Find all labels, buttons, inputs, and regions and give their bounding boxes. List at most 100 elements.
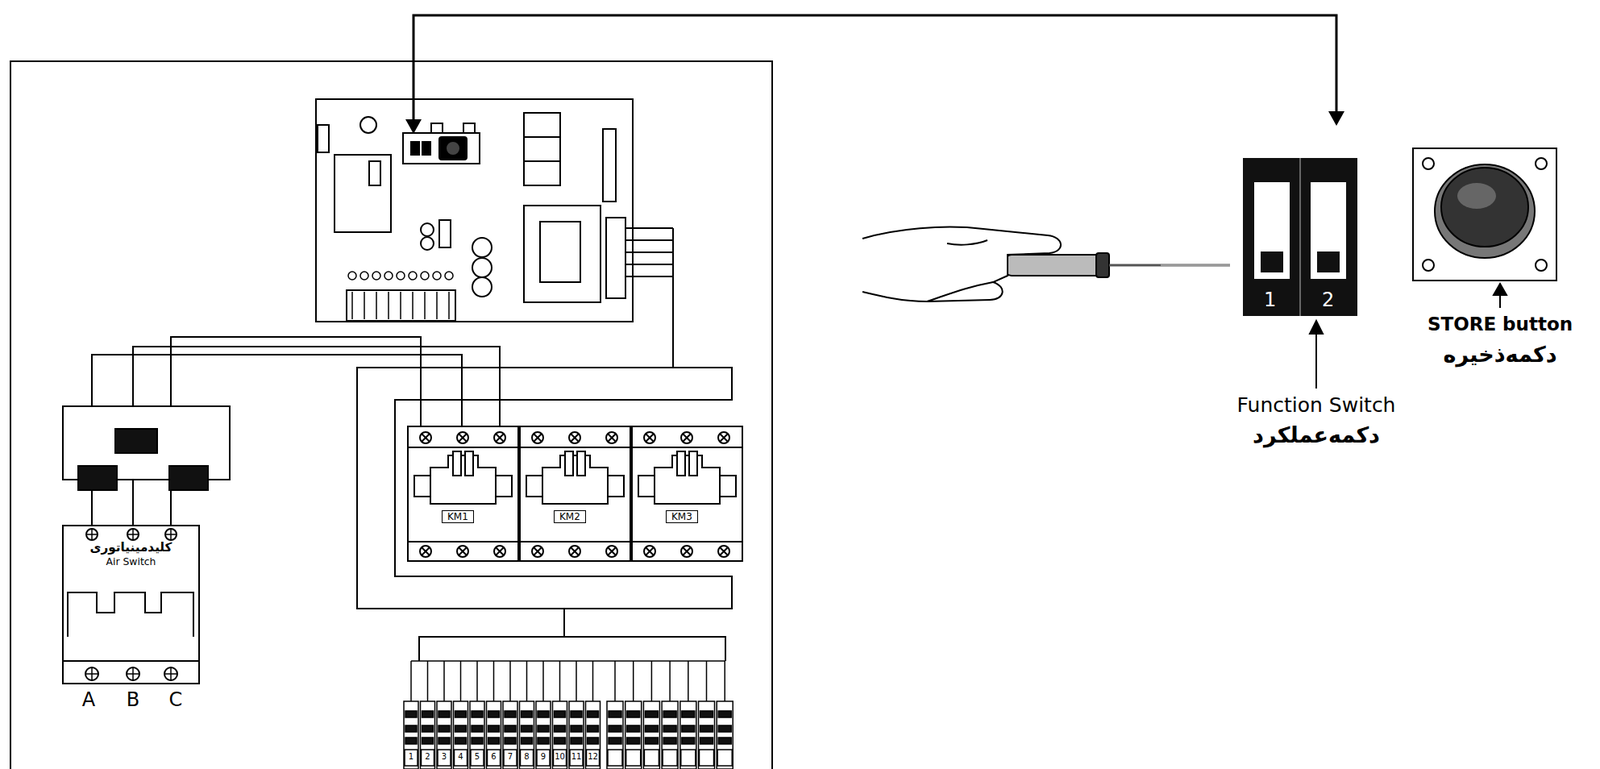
terminal-blocks-part — [681, 710, 695, 718]
terminal-blocks-part — [662, 749, 678, 766]
terminal-blocks-part — [469, 701, 485, 769]
switch-number: 2 — [1321, 288, 1335, 312]
contactor-drawing-part — [644, 545, 656, 557]
contactor-drawing-part — [495, 475, 512, 497]
terminal-blocks-part — [453, 701, 469, 769]
control-board-part — [445, 141, 461, 156]
contactor-drawing-part — [533, 547, 542, 556]
control-board-part — [315, 99, 633, 322]
terminal-blocks-part — [503, 749, 517, 766]
terminal-number: 4 — [457, 752, 463, 762]
terminal-blocks-part — [553, 749, 567, 766]
terminal-blocks-part — [526, 660, 528, 702]
terminal-blocks-part — [502, 701, 518, 769]
control-board-part — [431, 123, 443, 133]
terminal-blocks-part — [488, 737, 500, 744]
terminal-blocks-part — [575, 660, 578, 702]
contactor-drawing-part — [458, 433, 467, 442]
switch-slot — [1254, 182, 1290, 279]
terminal-blocks-part — [644, 725, 658, 732]
terminal-blocks-part — [699, 749, 715, 766]
terminal-blocks-part — [723, 660, 726, 702]
contactor-drawing-part — [570, 547, 579, 556]
air-switch-drawing-part — [62, 660, 200, 662]
contactor-drawing-part — [606, 432, 618, 444]
contactor-drawing-part — [569, 432, 581, 444]
terminal-blocks-part — [471, 725, 483, 732]
hand-with-probe-part — [947, 240, 988, 246]
contactor-drawing-part — [565, 451, 574, 476]
terminal-blocks-part — [443, 660, 445, 702]
board-connector-part — [432, 271, 441, 280]
terminal-blocks-part — [661, 701, 678, 769]
switch-lever — [1260, 251, 1284, 273]
terminal-blocks-part — [554, 737, 566, 744]
control-board-part — [420, 223, 434, 237]
control-board-part — [346, 290, 456, 321]
terminal-blocks-part — [476, 660, 478, 702]
contactor-drawing-part — [407, 426, 519, 562]
control-board-part — [602, 128, 616, 202]
contactor-drawing-part — [430, 455, 496, 504]
terminal-blocks-part — [608, 710, 622, 718]
terminal-blocks-part — [422, 725, 434, 732]
terminal-cover-part — [169, 465, 208, 491]
terminal-number: 8 — [523, 752, 529, 762]
terminal-blocks-part — [681, 737, 695, 744]
board-leads-part — [625, 263, 674, 266]
terminal-blocks-part — [504, 737, 516, 744]
control-board-part — [439, 220, 451, 248]
air-switch-drawing — [62, 525, 200, 684]
board-connector-part — [363, 291, 366, 320]
contactor-drawing-part — [631, 446, 743, 449]
store-button-part — [1422, 259, 1434, 271]
terminal-number: 12 — [587, 752, 599, 762]
terminal-blocks-part — [587, 725, 599, 732]
pointer-arrowheads-part — [405, 119, 422, 134]
terminal-blocks-part — [587, 710, 599, 718]
leader-arrows-part — [1309, 320, 1323, 334]
terminal-number: 1 — [408, 752, 414, 762]
terminal-blocks-part — [569, 749, 583, 766]
contactor-drawing-part — [495, 433, 504, 442]
terminal-blocks-part — [614, 660, 616, 702]
terminal-blocks-part — [488, 725, 500, 732]
contactor-drawing-part — [719, 433, 728, 442]
terminal-number: 10 — [554, 752, 566, 762]
pointer-line — [413, 15, 1337, 123]
terminal-blocks-part — [536, 749, 550, 766]
hand-with-probe-part — [1005, 254, 1109, 276]
board-leads-part — [625, 275, 674, 278]
terminal-blocks-part — [643, 701, 660, 769]
terminal-blocks-part — [520, 749, 534, 766]
contactor-drawing-part — [542, 455, 608, 504]
terminal-blocks-part — [493, 660, 495, 702]
terminal-blocks-part — [644, 710, 658, 718]
terminal-number: 3 — [441, 752, 447, 762]
contactor-drawing-part — [457, 545, 469, 557]
store-button-part — [1535, 259, 1547, 271]
terminal-cover-part — [78, 465, 117, 491]
persian-name: کلیدمینیاتوری — [62, 540, 200, 555]
terminal-blocks-part — [519, 701, 535, 769]
control-board — [315, 99, 633, 322]
contactor-drawing-part — [631, 426, 743, 562]
terminal-blocks-part — [700, 737, 714, 744]
control-board-part — [523, 205, 601, 303]
terminal-blocks-part — [421, 749, 435, 766]
terminal-blocks-part — [626, 749, 641, 766]
store-button-part — [1457, 182, 1497, 209]
terminal-blocks-part — [552, 701, 568, 769]
board-connector-part — [408, 271, 417, 280]
control-board-part — [317, 124, 329, 153]
cabinet-outline-part — [10, 61, 773, 769]
control-board-part — [540, 221, 581, 283]
terminal-blocks-part — [471, 710, 483, 718]
hand-with-probe — [862, 227, 1231, 302]
control-board-part — [439, 137, 467, 160]
terminal-number: 6 — [490, 752, 496, 762]
terminal-blocks-part — [403, 701, 419, 769]
store-button — [1412, 148, 1557, 281]
terminal-blocks-part — [455, 725, 467, 732]
terminal-blocks-part — [607, 749, 623, 766]
